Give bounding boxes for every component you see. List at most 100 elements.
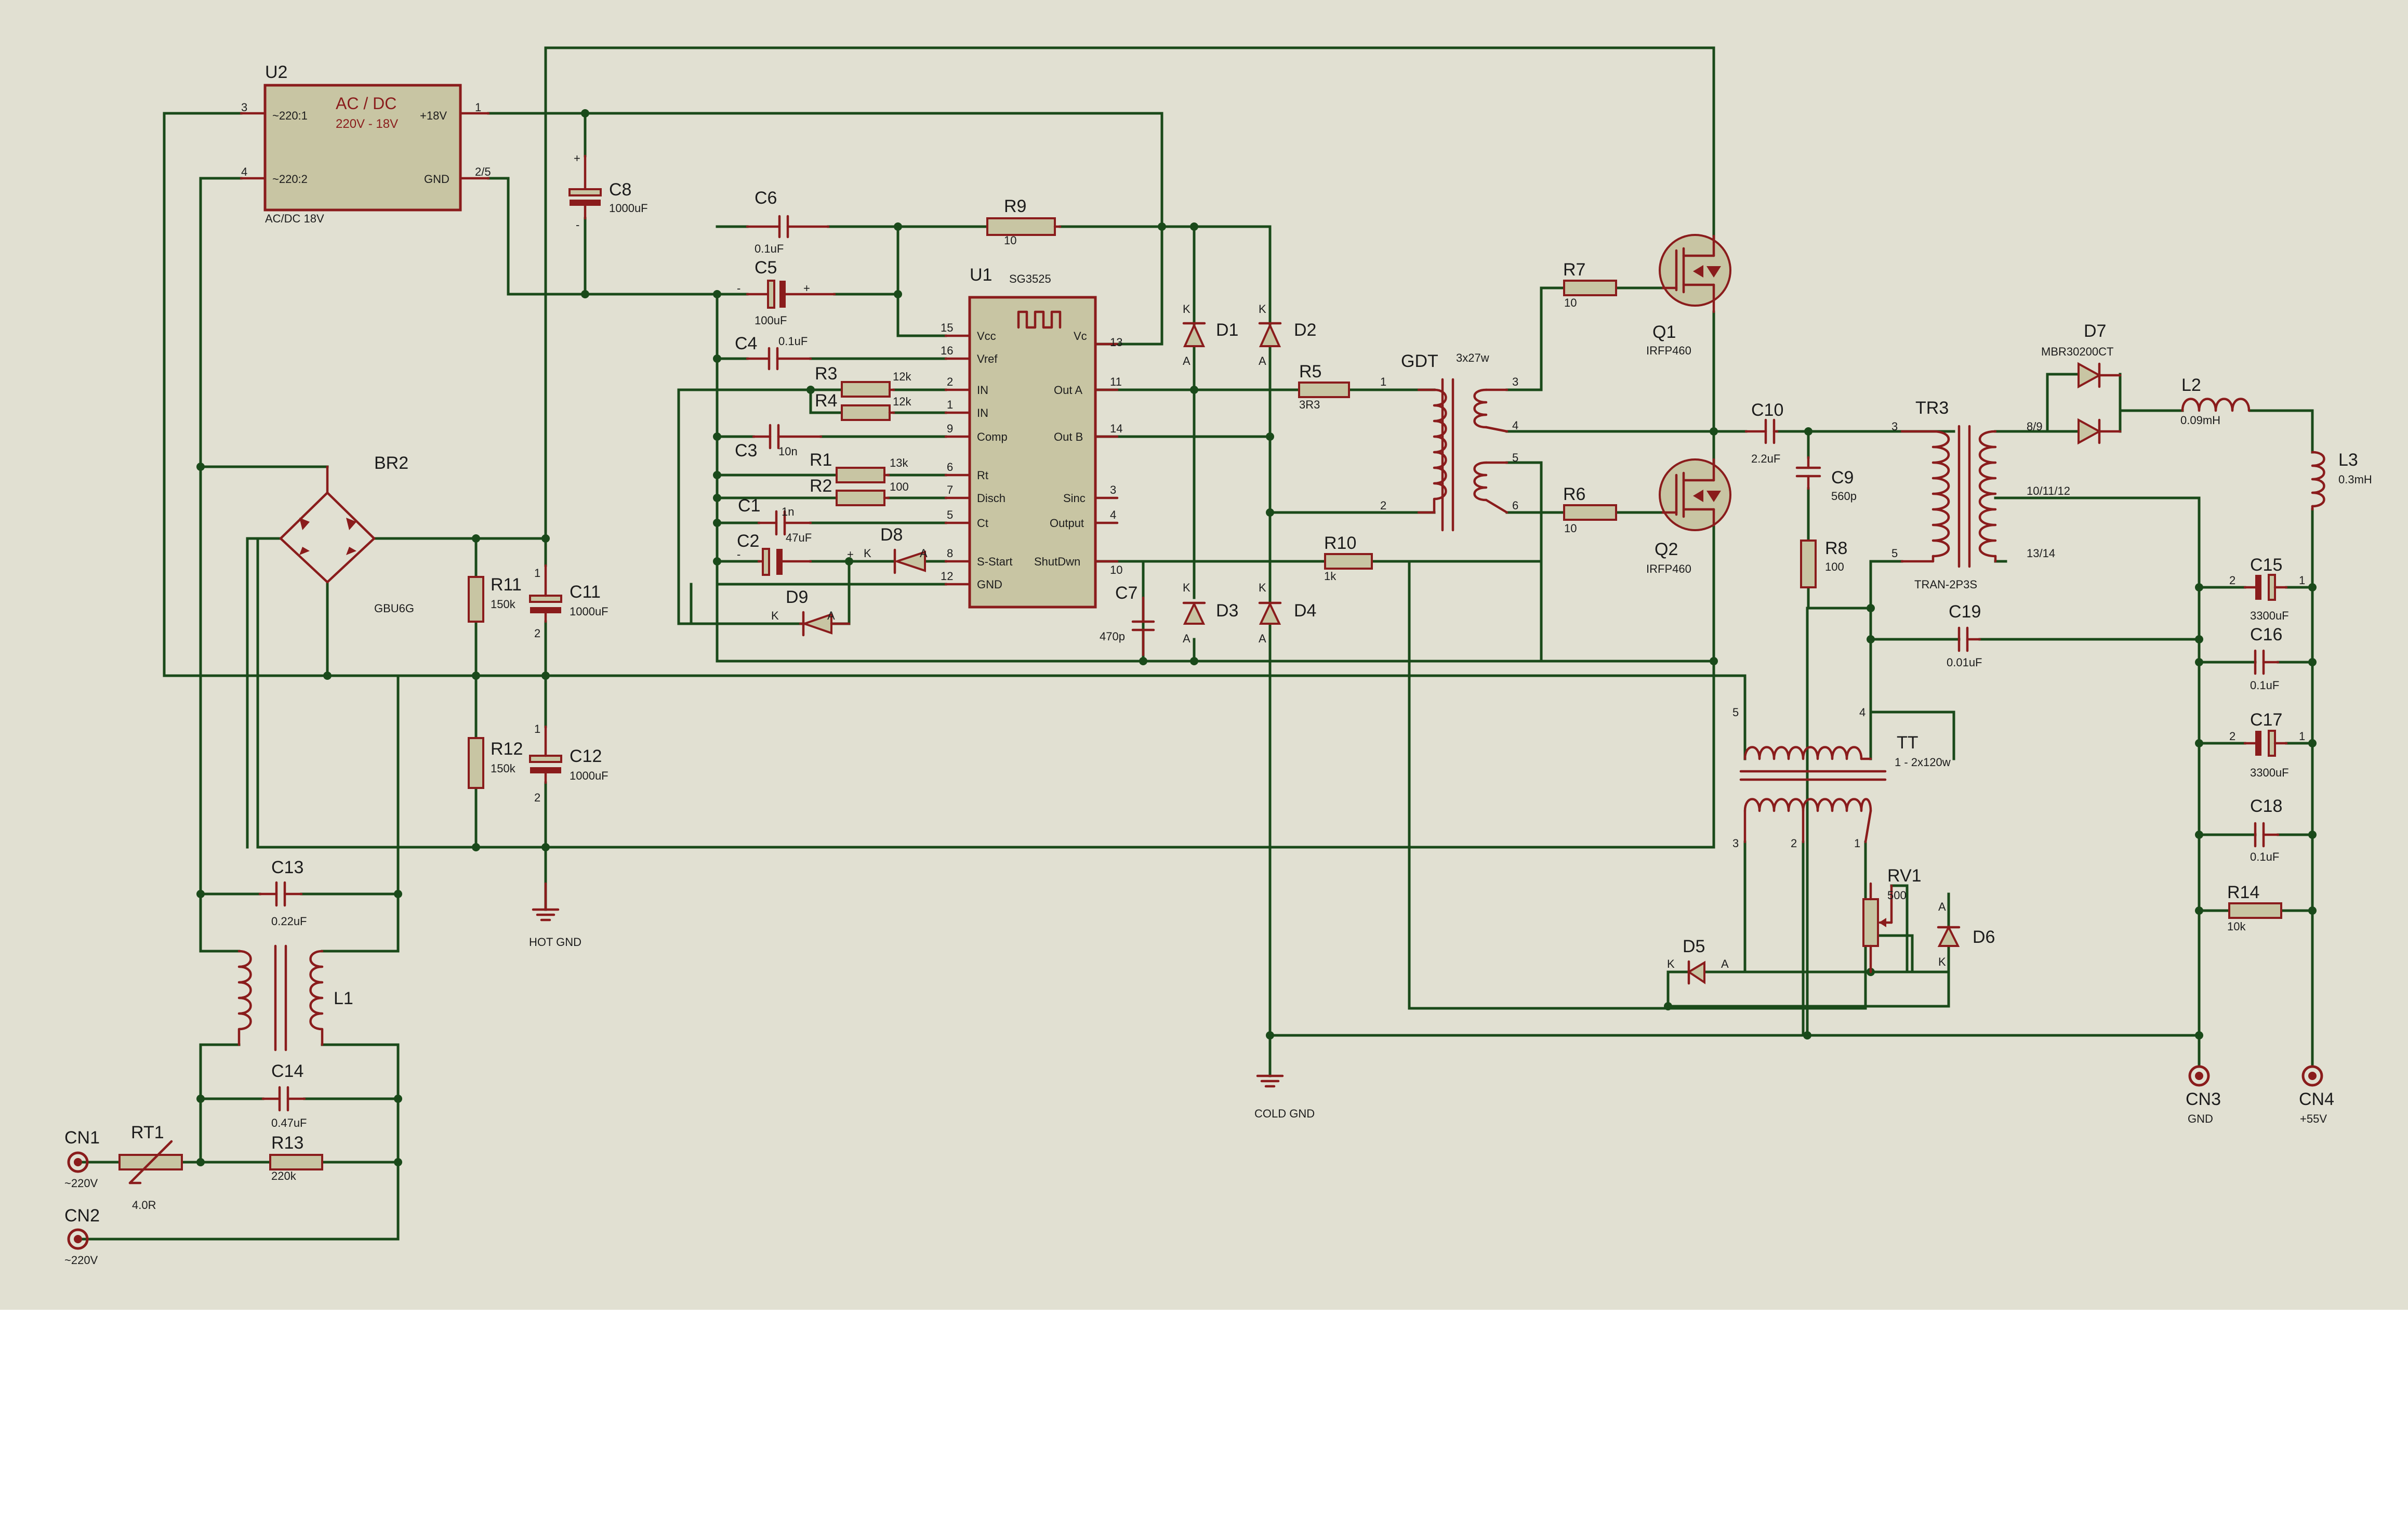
q1-value: IRFP460 [1646, 344, 1691, 357]
c14-capacitor[interactable]: C14 0.47uF [261, 1061, 307, 1129]
c12-capacitor[interactable]: C12 1000uF 1 2 [529, 722, 608, 804]
r11-resistor[interactable]: R11 150k [468, 575, 522, 623]
c7-capacitor[interactable]: C7 470p [1100, 583, 1155, 656]
c8-capacitor[interactable]: + - C8 1000uF [568, 152, 648, 231]
d2-a: A [1259, 354, 1266, 367]
l1-ref: L1 [334, 989, 353, 1008]
r2-resistor[interactable]: R2 100 [810, 476, 909, 506]
br2-bridge-rectifier[interactable]: BR2 GBU6G [279, 453, 414, 615]
cn4-connector[interactable]: CN4 +55V [2299, 1065, 2334, 1125]
c16-capacitor[interactable]: C16 0.1uF [2250, 625, 2282, 692]
cold-gnd-label: COLD GND [1254, 1107, 1315, 1120]
r5-resistor[interactable]: R5 3R3 [1298, 362, 1350, 411]
c13-value: 0.22uF [271, 915, 307, 928]
l3-inductor[interactable]: L3 0.3mH [2311, 450, 2372, 511]
r10-value: 1k [1324, 570, 1337, 583]
c4-ref: C4 [735, 334, 757, 353]
c17-capacitor[interactable]: C17 3300uF 2 1 [2229, 710, 2305, 779]
d5-k: K [1667, 957, 1675, 970]
u2-acdc-module[interactable]: U2 AC / DC 220V - 18V ~220:1 ~220:2 +18V… [240, 62, 491, 225]
hot-gnd-label: HOT GND [529, 936, 581, 949]
cn4-ref: CN4 [2299, 1089, 2334, 1109]
cn2-connector[interactable]: CN2 ~220V [64, 1206, 100, 1267]
c15-capacitor[interactable]: C15 3300uF 2 1 [2229, 555, 2305, 622]
c7-value: 470p [1100, 630, 1125, 643]
r13-resistor[interactable]: R13 220k [269, 1133, 323, 1182]
l1-common-mode-choke[interactable]: L1 [237, 944, 353, 1051]
d5-diode[interactable]: D5 K A [1667, 937, 1729, 985]
r9-resistor[interactable]: R9 10 [986, 196, 1062, 247]
r6-resistor[interactable]: R6 10 [1563, 484, 1617, 535]
d3-a: A [1183, 632, 1190, 645]
c11-capacitor[interactable]: C11 1000uF 1 2 [529, 564, 608, 640]
rv1-potentiometer[interactable]: RV1 500 [1862, 866, 1922, 974]
rt1-ref: RT1 [131, 1123, 164, 1142]
q1-mosfet[interactable]: Q1 IRFP460 [1646, 234, 1731, 357]
r12-resistor[interactable]: R12 150k [468, 737, 523, 789]
c5-value: 100uF [755, 314, 787, 327]
r7-ref: R7 [1563, 260, 1585, 280]
tr3-value: TRAN-2P3S [1914, 578, 1977, 591]
c1-capacitor[interactable]: C1 1n [738, 496, 812, 536]
rt1-thermistor[interactable]: RT1 4.0R [118, 1123, 183, 1212]
c15-value: 3300uF [2250, 609, 2289, 622]
l2-inductor[interactable]: L2 0.09mH [2180, 375, 2251, 427]
d2-diode[interactable]: K A D2 [1258, 302, 1316, 367]
r7-resistor[interactable]: R7 10 [1563, 260, 1617, 309]
c5-capacitor[interactable]: - + C5 100uF [737, 258, 836, 327]
d5-a: A [1721, 957, 1729, 970]
u1-sg3525[interactable]: U1 SG3525 Vcc Vref IN IN Comp Rt Disch C… [941, 265, 1122, 609]
d3-diode[interactable]: K A D3 [1182, 581, 1238, 645]
r10-ref: R10 [1324, 533, 1356, 553]
r9-ref: R9 [1004, 196, 1026, 216]
cn3-connector[interactable]: CN3 GND [2186, 1065, 2221, 1125]
d7-dual-diode[interactable]: D7 MBR30200CT [2041, 321, 2122, 445]
gdt-transformer[interactable]: GDT 3x27w 1 2 3 4 5 6 [1380, 351, 1518, 532]
gdt-pin-5: 5 [1512, 451, 1518, 464]
d6-diode[interactable]: D6 A K [1937, 900, 1995, 968]
u2-value: AC/DC 18V [265, 212, 324, 225]
c5-minus: - [737, 282, 740, 295]
q2-mosfet[interactable]: Q2 IRFP460 [1646, 458, 1731, 575]
r8-resistor[interactable]: R8 100 [1800, 538, 1847, 588]
d8-k: K [864, 547, 871, 560]
tr3-pin-3: 3 [1891, 420, 1898, 433]
d9-diode[interactable]: D9 K A [771, 587, 851, 637]
u1-pin-shutdwn: ShutDwn [1034, 555, 1080, 568]
d8-diode[interactable]: D8 K A [864, 525, 928, 574]
c13-capacitor[interactable]: C13 0.22uF [258, 858, 307, 928]
r10-resistor[interactable]: R10 1k [1324, 533, 1373, 583]
c9-capacitor[interactable]: C9 560p [1795, 456, 1857, 503]
d9-k: K [771, 609, 779, 622]
u2-pin-num-1: 1 [475, 101, 481, 114]
c2-capacitor[interactable]: C2 47uF - + [737, 531, 854, 576]
c7-ref: C7 [1115, 583, 1137, 603]
c3-capacitor[interactable]: C3 10n [735, 424, 823, 461]
c15-pin2: 2 [2229, 574, 2235, 587]
c6-capacitor[interactable]: C6 0.1uF [746, 188, 830, 255]
c11-ref: C11 [570, 582, 601, 602]
c17-value: 3300uF [2250, 766, 2289, 779]
tt-transformer[interactable]: TT 1 - 2x120w 5 4 3 2 1 [1732, 706, 1951, 850]
c19-capacitor[interactable]: C19 0.01uF [1947, 602, 1982, 669]
u1-num-10: 10 [1110, 563, 1122, 576]
c9-value: 560p [1831, 490, 1857, 503]
u1-pin-vc: Vc [1074, 330, 1087, 343]
c11-pin1: 1 [534, 567, 540, 580]
r6-ref: R6 [1563, 484, 1585, 504]
r1-resistor[interactable]: R1 13k [810, 450, 908, 483]
c4-capacitor[interactable]: C4 0.1uF [735, 334, 812, 371]
d4-diode[interactable]: K A D4 [1258, 581, 1316, 645]
c2-ref: C2 [737, 531, 759, 551]
c18-capacitor[interactable]: C18 0.1uF [2250, 796, 2282, 863]
r4-value: 12k [893, 395, 911, 408]
cn1-connector[interactable]: CN1 ~220V [64, 1128, 100, 1190]
r14-resistor[interactable]: R14 10k [2227, 883, 2282, 933]
c5-ref: C5 [755, 258, 777, 278]
tr3-transformer[interactable]: TR3 TRAN-2P3S 3 5 8/9 10/11/12 13/14 [1891, 398, 2070, 591]
r3-resistor[interactable]: R3 12k [815, 364, 911, 398]
r4-resistor[interactable]: R4 12k [815, 391, 911, 421]
rv1-ref: RV1 [1887, 866, 1922, 886]
d1-diode[interactable]: K A D1 [1182, 302, 1238, 367]
c10-capacitor[interactable]: C10 2.2uF [1744, 400, 1783, 465]
